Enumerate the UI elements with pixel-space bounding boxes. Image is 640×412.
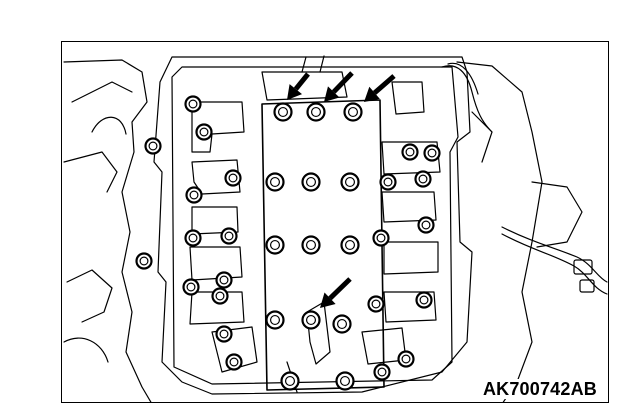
plate-bolt [335, 371, 355, 391]
plate-bolt [301, 172, 321, 192]
plate-bolt [332, 314, 352, 334]
indicator-arrow [324, 71, 354, 102]
case-bolt [182, 278, 200, 296]
case-bolt [414, 170, 432, 188]
plate-bolt [306, 102, 326, 122]
figure-reference-code: AK700742AB [479, 379, 600, 399]
case-outline-right [456, 61, 543, 402]
case-bolt [372, 229, 390, 247]
valve-plate [261, 99, 385, 391]
case-bolt [373, 363, 391, 381]
case-bolt [379, 173, 397, 191]
case-outline-left [63, 59, 152, 402]
case-bolt [185, 186, 203, 204]
plate-bolt [265, 172, 285, 192]
arrow-group [287, 71, 396, 308]
case-bolt [215, 325, 233, 343]
bolt-group [135, 95, 441, 391]
plate-bolt [340, 235, 360, 255]
indicator-arrow [287, 72, 310, 100]
case-bolt [195, 123, 213, 141]
case-gasket-perimeter [153, 56, 473, 395]
figure-frame: AK700742AB [61, 41, 609, 403]
plate-bolt [280, 371, 300, 391]
case-bolt [215, 271, 233, 289]
valve-body-line-drawing [63, 55, 608, 402]
case-bolt [184, 95, 202, 113]
case-bolt [415, 291, 433, 309]
case-bolt [423, 144, 441, 162]
case-bolt [225, 353, 243, 371]
case-bolt [135, 252, 153, 270]
case-bolt [224, 169, 242, 187]
case-bolt [367, 295, 385, 313]
plate-bolt [265, 310, 285, 330]
case-bolt [417, 216, 435, 234]
case-bolt [397, 350, 415, 368]
plate-bolt [301, 310, 321, 330]
case-bolt [211, 287, 229, 305]
plate-bolt [343, 102, 363, 122]
plate-bolt [340, 172, 360, 192]
plate-bolt [273, 102, 293, 122]
case-bolt [220, 227, 238, 245]
plate-bolt [301, 235, 321, 255]
case-bolt [184, 229, 202, 247]
case-bolt [401, 143, 419, 161]
indicator-arrow [320, 277, 352, 308]
case-bolt [144, 137, 162, 155]
indicator-arrow [364, 74, 396, 102]
plate-bolt [265, 235, 285, 255]
